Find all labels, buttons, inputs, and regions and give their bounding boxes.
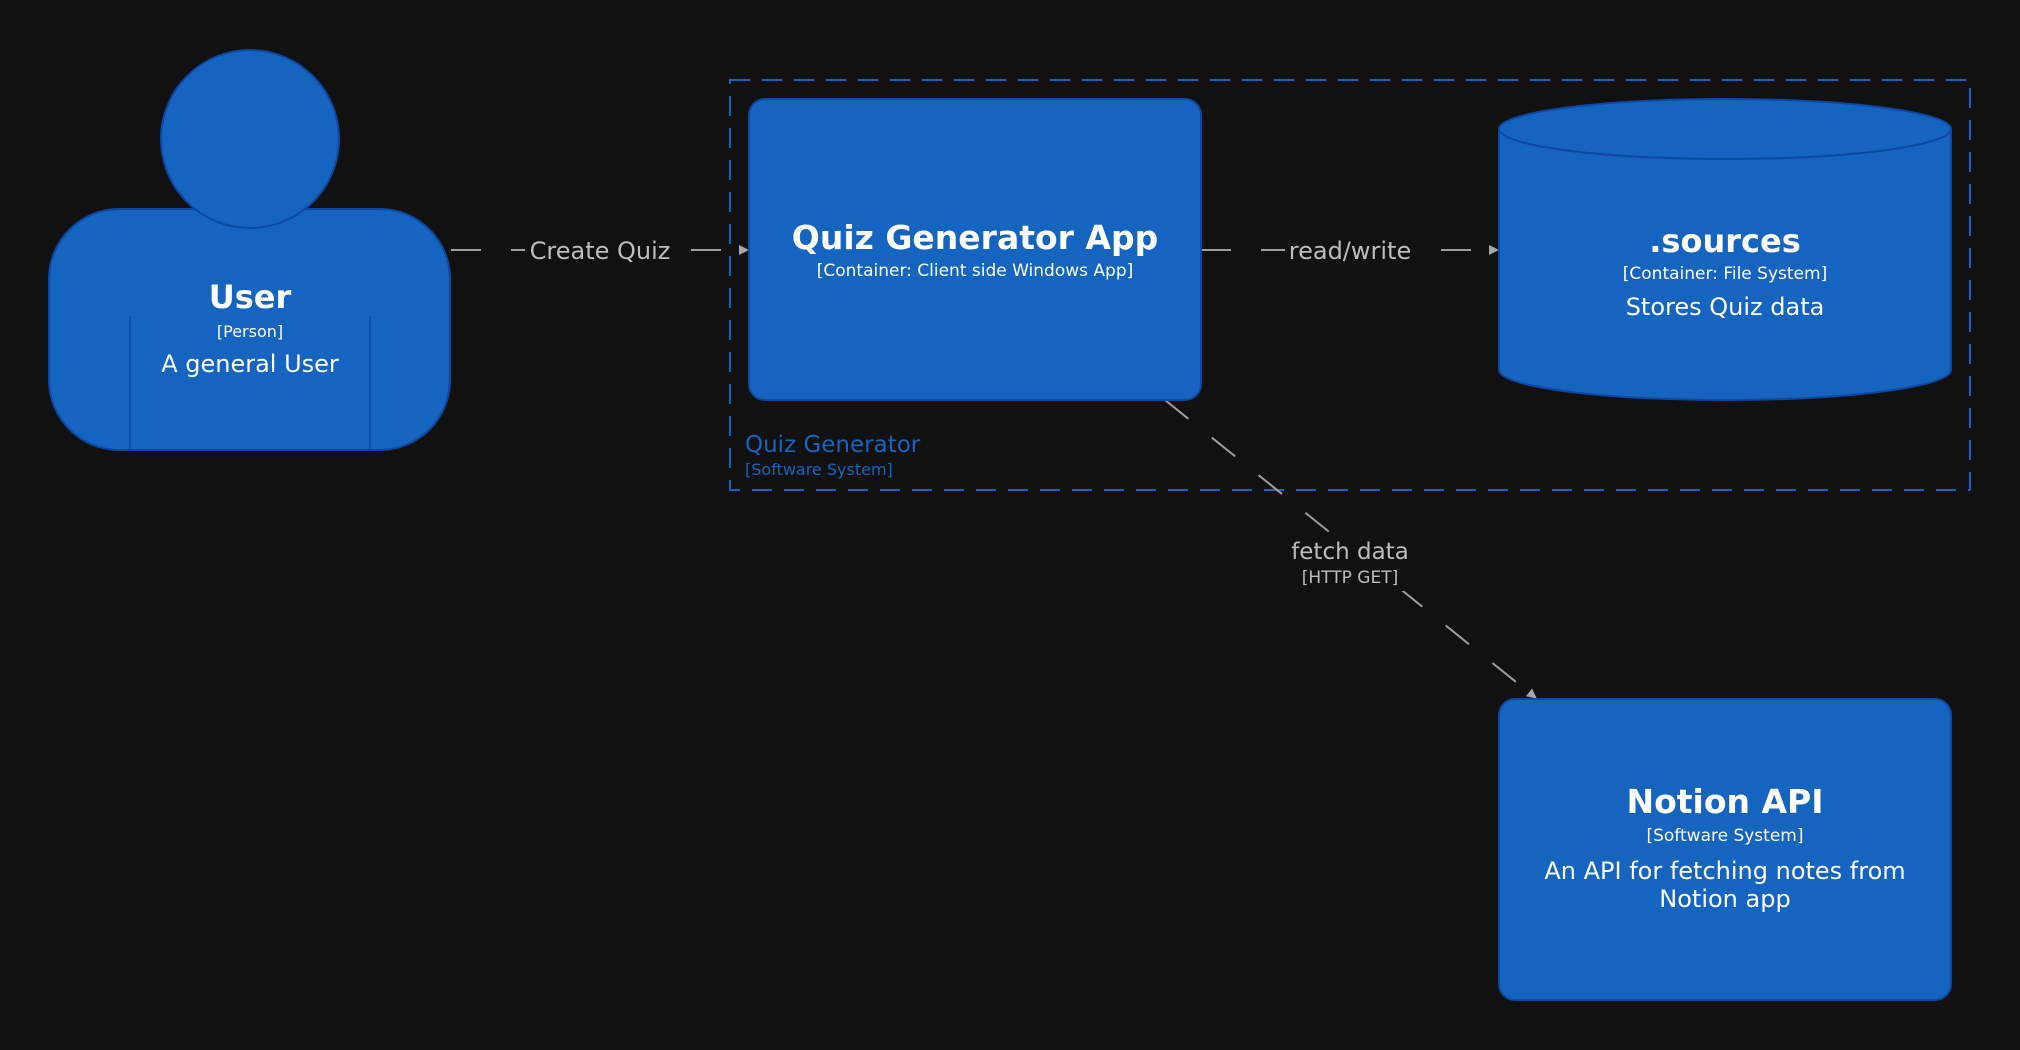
user-type: [Person] [217,322,283,341]
person-head-icon [160,49,340,229]
container-quiz-generator-app[interactable]: Quiz Generator App [Container: Client si… [748,98,1202,401]
notion-api-description-line1: An API for fetching notes from [1544,857,1905,885]
user-description: A general User [161,350,339,378]
sources-type: [Container: File System] [1623,264,1827,284]
quiz-generator-boundary[interactable]: Quiz Generator [Software System] [729,79,1971,491]
database-cylinder-icon [1498,98,1952,401]
container-sources-database[interactable]: .sources [Container: File System] Stores… [1498,98,1952,401]
system-notion-api[interactable]: Notion API [Software System] An API for … [1498,698,1952,1001]
notion-api-description-line2: Notion app [1659,885,1790,913]
notion-api-name: Notion API [1626,782,1823,821]
fetch-data-label: fetch data [1291,539,1409,565]
quiz-app-name: Quiz Generator App [792,218,1158,257]
read-write-label: read/write [1289,237,1411,265]
relationship-create-quiz[interactable]: Create Quiz [451,234,749,266]
relationship-fetch-data[interactable]: fetch data [HTTP GET] [1164,399,1537,699]
relationship-read-write[interactable]: read/write [1201,234,1499,266]
boundary-name: Quiz Generator [745,432,921,458]
boundary-type: [Software System] [745,460,893,479]
fetch-data-technology: [HTTP GET] [1302,568,1398,588]
sources-name: .sources [1649,222,1800,260]
sources-description: Stores Quiz data [1626,293,1825,321]
create-quiz-label: Create Quiz [530,237,671,265]
person-user[interactable]: User [Person] A general User [48,49,451,451]
quiz-app-type: [Container: Client side Windows App] [817,261,1134,281]
user-name: User [209,278,292,316]
notion-api-type: [Software System] [1646,826,1803,846]
